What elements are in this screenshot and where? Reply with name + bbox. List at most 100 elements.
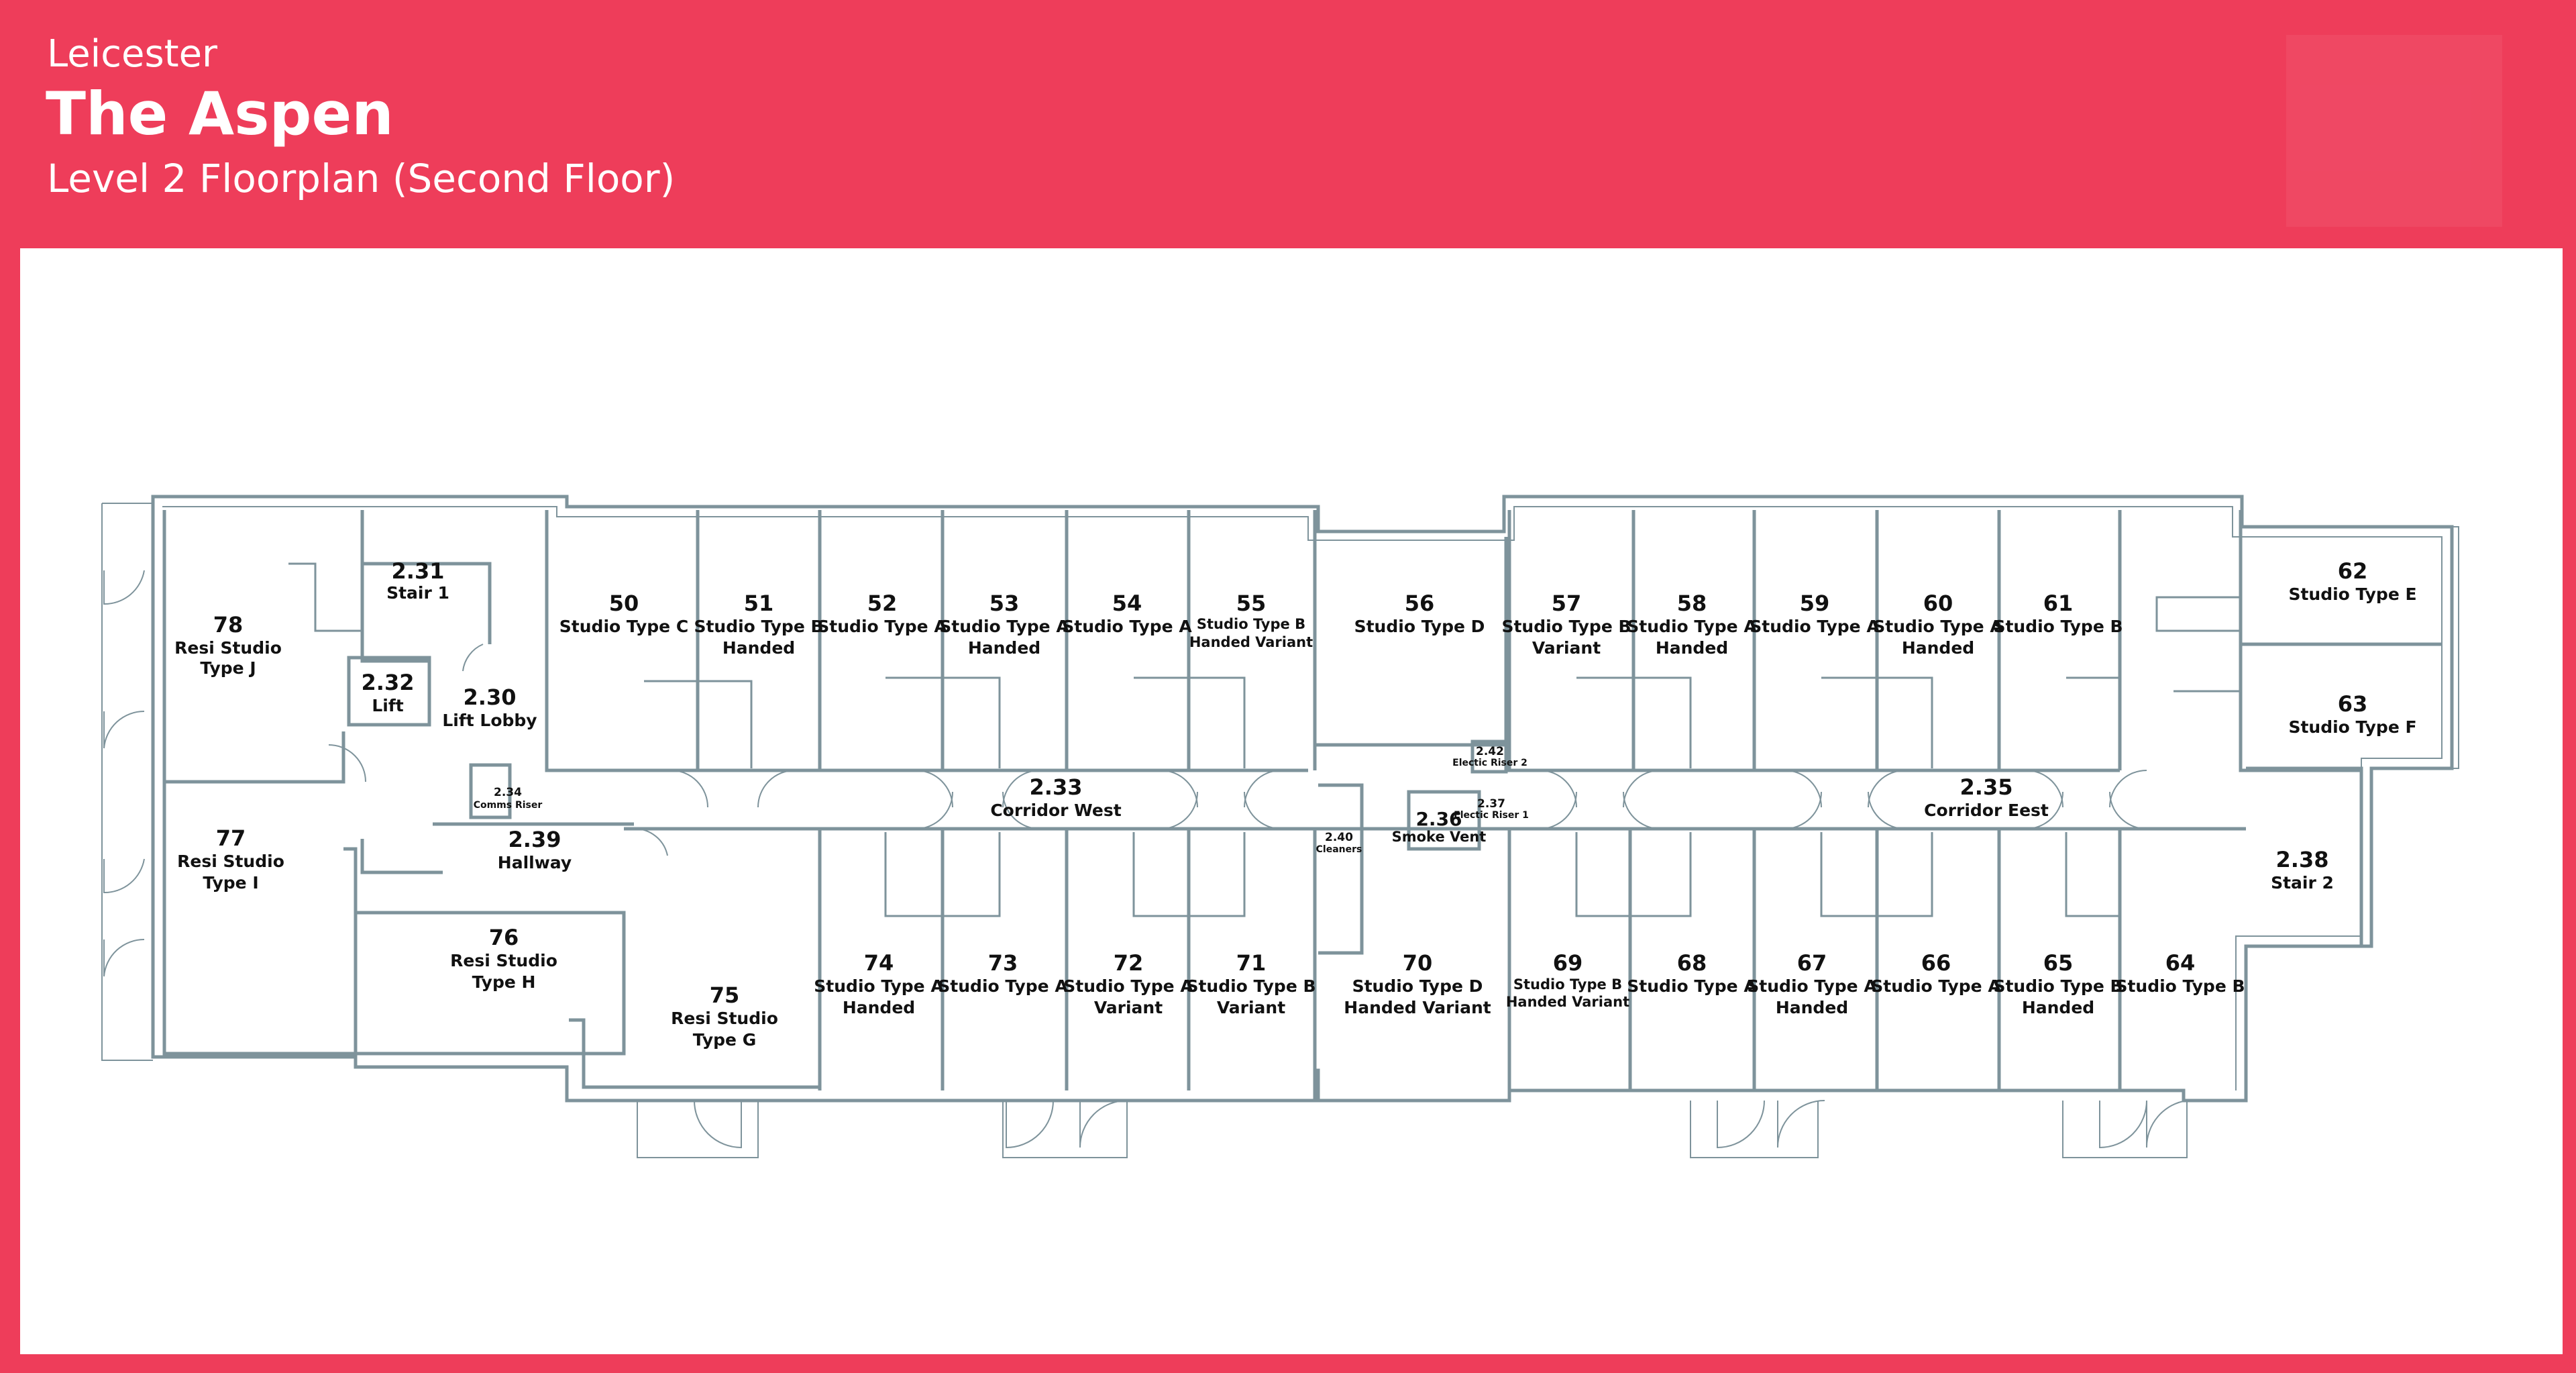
svg-text:Studio Type B: Studio Type B [1197, 616, 1305, 632]
svg-text:51: 51 [744, 591, 774, 616]
wall-78 [162, 510, 345, 784]
svg-text:Studio Type D: Studio Type D [1352, 976, 1483, 996]
wall-smoke [1407, 790, 1481, 851]
room-label-2-33: 2.33 Corridor West [990, 774, 1121, 820]
room-label-59: 59 Studio Type A [1750, 591, 1880, 636]
svg-text:78: 78 [213, 612, 244, 638]
room-label-2-30: 2.30 Lift Lobby [442, 684, 537, 730]
svg-text:2.30: 2.30 [464, 684, 517, 710]
svg-text:Handed Variant: Handed Variant [1506, 994, 1629, 1010]
room-label-61: 61 Studio Type B [1993, 591, 2123, 636]
svg-text:Studio Type B: Studio Type B [1186, 976, 1316, 996]
svg-text:53: 53 [989, 591, 1020, 616]
header-banner: Leicester The Aspen Level 2 Floorplan (S… [0, 0, 2576, 248]
svg-text:Handed: Handed [1776, 998, 1848, 1017]
svg-text:76: 76 [489, 925, 519, 950]
svg-text:75: 75 [710, 982, 740, 1008]
svg-text:Resi Studio: Resi Studio [174, 638, 282, 658]
room-label-71: 71 Studio Type B Variant [1186, 950, 1316, 1017]
svg-text:57: 57 [1552, 591, 1582, 616]
svg-text:2.32: 2.32 [362, 670, 415, 695]
outer-wall [151, 495, 2454, 1103]
svg-text:Studio Type F: Studio Type F [2288, 717, 2416, 737]
svg-text:66: 66 [1921, 950, 1951, 976]
svg-text:74: 74 [864, 950, 894, 976]
svg-text:Studio Type A: Studio Type A [939, 617, 1069, 636]
svg-text:65: 65 [2043, 950, 2074, 976]
wall-62-63 [2241, 642, 2442, 646]
room-label-75: 75 Resi Studio Type G [671, 982, 778, 1050]
svg-text:Stair 2: Stair 2 [2271, 873, 2334, 893]
room-label-50: 50 Studio Type C [559, 591, 688, 636]
svg-text:Handed: Handed [2022, 998, 2094, 1017]
room-label-2-39: 2.39 Hallway [498, 827, 572, 872]
room-label-67: 67 Studio Type A Handed [1747, 950, 1877, 1017]
svg-text:Corridor Eest: Corridor Eest [1924, 801, 2049, 820]
wall-77 [162, 782, 358, 1056]
svg-text:Electic Riser 2: Electic Riser 2 [1452, 758, 1527, 768]
svg-text:70: 70 [1403, 950, 1433, 976]
walls [151, 495, 2454, 1103]
svg-text:Studio Type A: Studio Type A [1063, 976, 1193, 996]
room-label-62: 62 Studio Type E [2288, 558, 2416, 604]
room-label-64: 64 Studio Type B [2115, 950, 2245, 996]
svg-text:Cleaners: Cleaners [1316, 844, 1362, 855]
room-label-69: 69 Studio Type B Handed Variant [1506, 950, 1629, 1010]
wall-stair2 [2246, 766, 2363, 948]
svg-text:2.36: 2.36 [1415, 808, 1462, 830]
svg-text:69: 69 [1553, 950, 1583, 976]
svg-text:Handed: Handed [1656, 638, 1728, 658]
balconies [101, 503, 2459, 1158]
room-label-74: 74 Studio Type A Handed [814, 950, 944, 1017]
svg-text:Handed: Handed [722, 638, 795, 658]
room-label-66: 66 Studio Type A [1871, 950, 2001, 996]
svg-text:Studio Type A: Studio Type A [1627, 617, 1757, 636]
svg-text:Studio Type A: Studio Type A [814, 976, 944, 996]
svg-text:Hallway: Hallway [498, 853, 572, 872]
room-label-72: 72 Studio Type A Variant [1063, 950, 1193, 1017]
svg-text:2.38: 2.38 [2276, 847, 2329, 872]
room-label-51: 51 Studio Type B Handed [694, 591, 823, 658]
svg-text:68: 68 [1677, 950, 1707, 976]
svg-text:58: 58 [1677, 591, 1707, 616]
wall-76 [356, 911, 626, 1056]
room-label-2-32: 2.32 Lift [362, 670, 415, 715]
svg-text:Lift Lobby: Lift Lobby [442, 711, 537, 730]
wall-riser2 [1470, 740, 1508, 774]
door-swings [103, 570, 2188, 1149]
room-label-2-31: 2.31 Stair 1 [386, 558, 449, 603]
svg-text:52: 52 [867, 591, 898, 616]
svg-text:64: 64 [2165, 950, 2196, 976]
room-label-76: 76 Resi Studio Type H [450, 925, 557, 992]
svg-text:Handed: Handed [968, 638, 1040, 658]
svg-text:Studio Type B: Studio Type B [1501, 617, 1631, 636]
svg-text:Studio Type D: Studio Type D [1354, 617, 1485, 636]
room-label-2-36: 2.36 Smoke Vent [1392, 808, 1487, 845]
room-label-57: 57 Studio Type B Variant [1501, 591, 1631, 658]
svg-text:Studio Type A: Studio Type A [1627, 976, 1757, 996]
wall-north-row [545, 510, 1317, 772]
room-label-2-38: 2.38 Stair 2 [2271, 847, 2334, 893]
svg-text:Type J: Type J [200, 658, 256, 678]
svg-text:Studio Type C: Studio Type C [559, 617, 688, 636]
room-label-54: 54 Studio Type A [1062, 591, 1192, 636]
svg-text:Studio Type A: Studio Type A [817, 617, 947, 636]
room-label-60: 60 Studio Type A Handed [1873, 591, 2003, 658]
svg-text:2.37: 2.37 [1477, 797, 1505, 811]
wall-south-studios [818, 829, 2122, 1090]
svg-text:72: 72 [1114, 950, 1144, 976]
svg-text:Resi Studio: Resi Studio [671, 1009, 778, 1028]
svg-text:Lift: Lift [372, 696, 403, 715]
svg-text:Corridor West: Corridor West [990, 801, 1121, 820]
room-label-63: 63 Studio Type F [2288, 691, 2416, 737]
room-label-2-34: 2.34 Comms Riser [474, 786, 543, 811]
wall-comms [469, 763, 512, 819]
svg-text:Type I: Type I [203, 873, 258, 893]
room-label-55: 55 Studio Type B Handed Variant [1189, 591, 1313, 650]
svg-text:67: 67 [1797, 950, 1827, 976]
svg-text:Smoke Vent: Smoke Vent [1392, 829, 1487, 845]
svg-text:2.31: 2.31 [392, 558, 445, 584]
svg-text:Studio Type E: Studio Type E [2288, 584, 2416, 604]
svg-text:Variant: Variant [1217, 998, 1285, 1017]
svg-text:Studio Type B: Studio Type B [1993, 976, 2123, 996]
